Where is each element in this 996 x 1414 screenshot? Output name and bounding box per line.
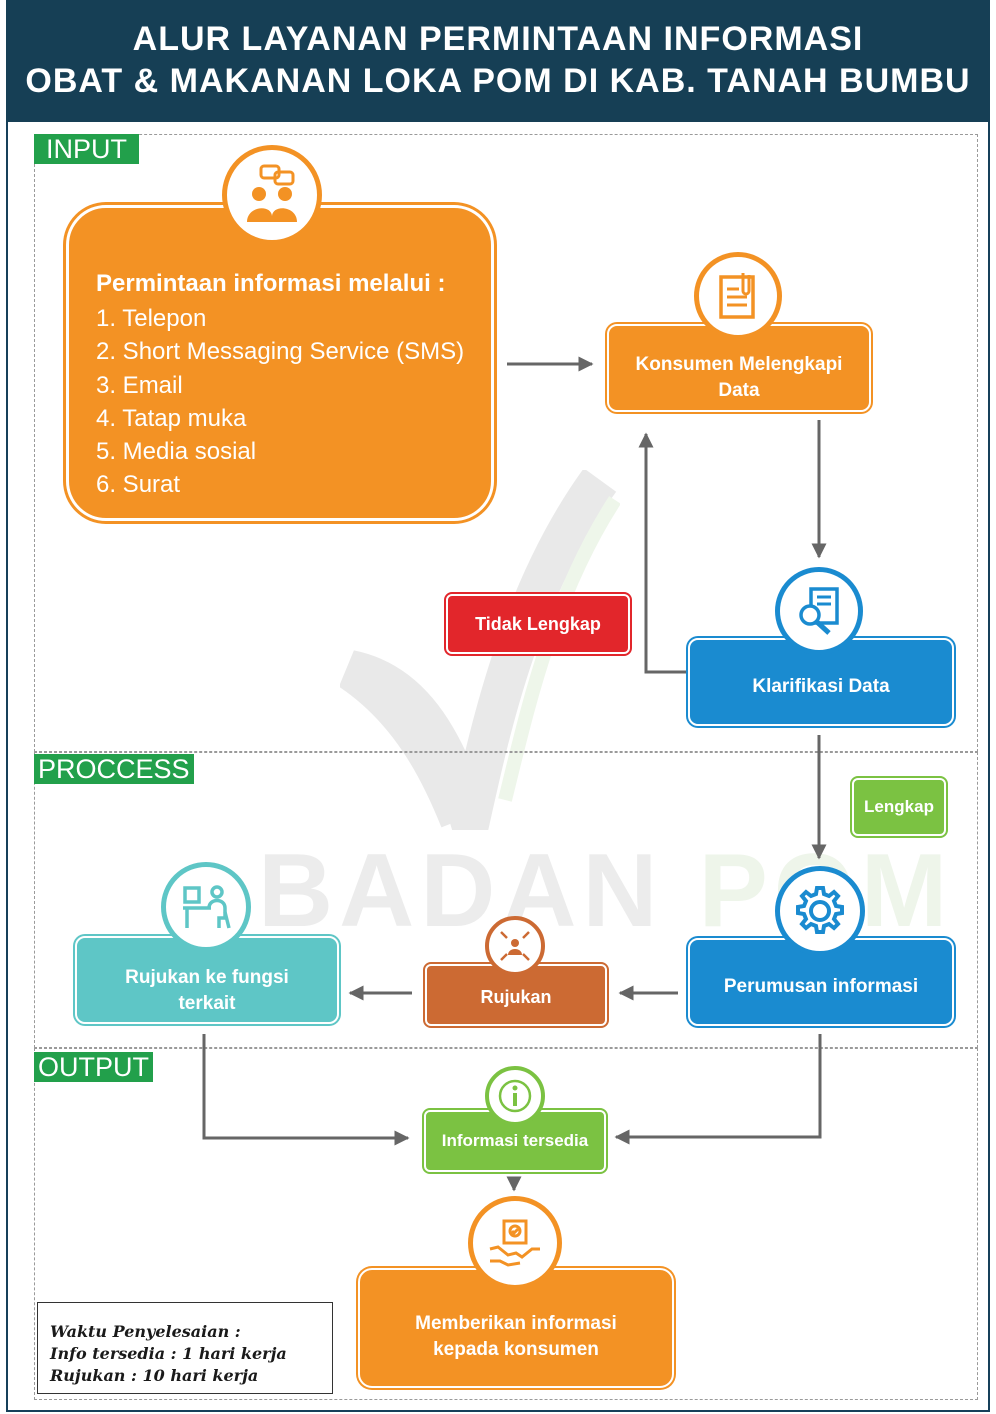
request-channel-list: 1. Telepon 2. Short Messaging Service (S… [96,302,464,502]
list-item: 3. Email [96,371,183,399]
node-tidak-lengkap: Tidak Lengkap [446,594,630,654]
document-clip-icon [694,252,782,340]
section-input [34,134,978,752]
section-process [34,752,978,1048]
node-label: Data [718,380,760,401]
document-magnifier-icon [775,567,863,655]
list-item: 5. Media sosial [96,438,257,466]
people-chat-icon [222,145,322,245]
list-item: 6. Surat [96,471,181,499]
list-item: 2. Short Messaging Service (SMS) [96,338,465,366]
node-label: Konsumen Melengkapi [635,354,843,376]
list-item: 4. Tatap muka [96,404,247,432]
node-label: Memberikan informasi [415,1313,617,1335]
section-label-process: PROCCESS [34,754,194,784]
node-lengkap: Lengkap [852,778,946,836]
page-title-line2: OBAT & MAKANAN LOKA POM DI KAB. TANAH BU… [25,62,971,100]
completion-time-note: Waktu Penyelesaian : Info tersedia : 1 h… [37,1302,333,1394]
page-title-line1: ALUR LAYANAN PERMINTAAN INFORMASI [132,20,864,58]
person-desk-icon [161,862,251,952]
page-frame [6,0,990,1412]
note-line: Rujukan : 10 hari kerja [50,1366,259,1385]
node-label: Rujukan ke fungsi [125,967,289,989]
page-header: ALUR LAYANAN PERMINTAAN INFORMASI OBAT &… [6,0,990,122]
section-output [34,1048,978,1400]
info-icon [485,1066,545,1126]
note-title: Waktu Penyelesaian : [50,1322,241,1341]
input-box-title: Permintaan informasi melalui : [96,270,446,297]
node-label: terkait [178,993,236,1014]
input-request-box: Permintaan informasi melalui : 1. Telepo… [66,205,494,521]
person-arrows-icon [485,916,545,976]
section-label-input: INPUT [34,134,139,164]
section-label-output: OUTPUT [34,1052,153,1082]
note-line: Info tersedia : 1 hari kerja [50,1344,287,1363]
list-item: 1. Telepon [96,305,207,332]
node-label: kepada konsumen [433,1339,599,1360]
gear-icon [775,866,865,956]
handshake-certificate-icon [468,1196,562,1290]
